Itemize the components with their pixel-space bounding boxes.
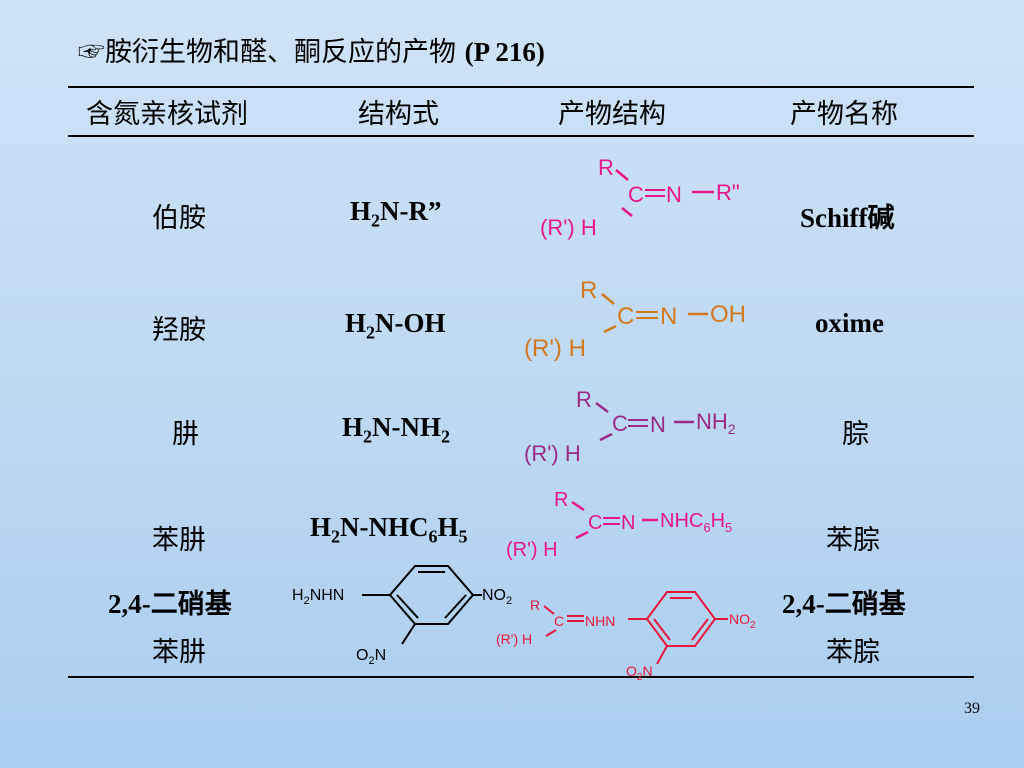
title-page-ref: (P 216) [464,37,545,67]
svg-text:NHN: NHN [585,613,615,629]
svg-text:C: C [554,613,564,629]
structure-dnp-reagent: H2NHN NO2 O2N [292,565,512,667]
svg-text:O2N: O2N [626,663,653,682]
svg-text:C: C [617,303,634,330]
svg-text:N: N [621,512,635,534]
svg-text:N: N [660,303,677,330]
svg-text:NH2: NH2 [696,409,736,437]
structure-dnp-hydrazone: R C NHN NO2 O2N (R') H [496,591,756,682]
table-bottom-rule [68,676,974,678]
page-number: 39 [964,700,980,717]
reagent-hydrazine: 肼 [172,419,199,450]
product-dnp-line1: 2,4-二硝基 [782,589,906,619]
reagent-hydroxylamine: 羟胺 [152,315,206,346]
structure-hydrazone: R C N NH2 (R') H [524,387,736,466]
header-product-name: 产物名称 [790,99,898,130]
table-header-rule [68,135,974,137]
svg-text:R": R" [716,180,740,205]
formula-hydrazine: H2N-NH2 [342,412,451,447]
pointing-hand-icon: ☞ [78,37,105,68]
reagent-dnp: 2,4-二硝基 苯肼 [108,580,232,677]
svg-text:R: R [530,597,540,613]
svg-text:(R') H: (R') H [506,539,558,561]
product-hydrazone: 腙 [842,419,869,450]
svg-text:(R') H: (R') H [540,215,597,240]
table-top-rule [68,86,974,88]
svg-text:NO2: NO2 [729,611,756,631]
title-text: 胺衍生物和醛、酮反应的产物 [105,37,456,68]
reagent-primary-amine: 伯胺 [152,203,206,234]
svg-text:(R') H: (R') H [524,441,581,466]
svg-text:N: N [666,182,682,207]
svg-text:R: R [598,155,614,180]
svg-text:C: C [588,512,602,534]
svg-text:C: C [628,182,644,207]
reagent-dnp-line1: 2,4-二硝基 [108,589,232,619]
svg-text:R: R [576,387,592,412]
slide-title: ☞胺衍生物和醛、酮反应的产物 (P 216) [78,30,545,69]
formula-primary-amine: H2N-R” [350,196,442,231]
header-reagent: 含氮亲核试剂 [86,99,248,130]
svg-text:R: R [580,277,597,304]
svg-text:N: N [650,412,666,437]
svg-text:NHC6H5: NHC6H5 [660,510,732,535]
structure-schiff-base: R C N R" (R') H [540,155,740,240]
formula-hydroxylamine: H2N-OH [345,308,446,343]
svg-text:(R') H: (R') H [524,335,586,362]
product-phenylhydrazone: 苯腙 [826,525,880,556]
product-dnp-hydrazone: 2,4-二硝基 苯腙 [782,580,906,677]
reagent-phenylhydrazine: 苯肼 [152,525,206,556]
structure-phenylhydrazone: R C N NHC6H5 (R') H [506,489,732,561]
header-product-structure: 产物结构 [558,99,666,130]
svg-text:OH: OH [710,301,746,328]
product-dnp-line2: 苯腙 [826,637,880,668]
svg-text:R: R [554,489,568,511]
svg-text:(R') H: (R') H [496,631,532,647]
svg-text:C: C [612,411,628,436]
svg-text:O2N: O2N [356,647,386,667]
formula-phenylhydrazine: H2N-NHC6H5 [310,512,468,547]
reagent-dnp-line2: 苯肼 [152,637,206,668]
structure-oxime: R C N OH (R') H [524,277,746,362]
product-schiff-base: Schiff碱 [800,203,895,233]
product-oxime: oxime [815,308,884,338]
svg-text:NO2: NO2 [482,587,512,607]
header-formula: 结构式 [358,99,439,130]
svg-text:H2NHN: H2NHN [292,587,344,607]
